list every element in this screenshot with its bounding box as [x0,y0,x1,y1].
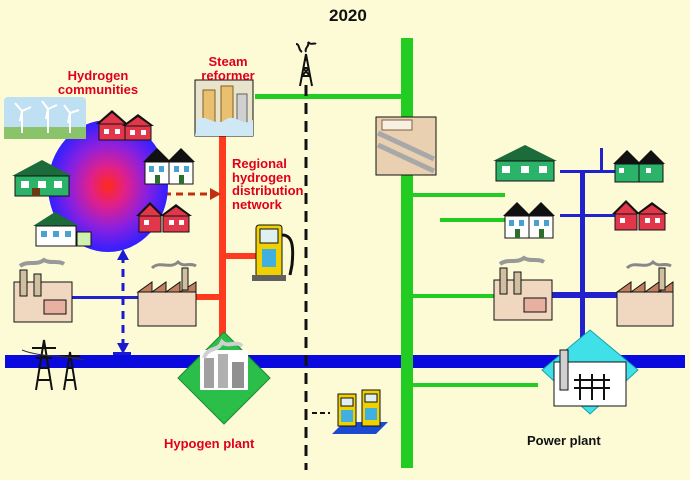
factory-icon-center [138,262,196,326]
hydrogen-communities-label-line1: Hydrogen [52,69,144,83]
fuel-pumps-icon [332,390,388,434]
electric-branch-right-top [560,170,620,173]
oil-derrick-icon [296,42,316,86]
house-icon-red-top [96,110,154,140]
hydrogen-communities-label-line2: communities [52,83,144,97]
factory-icon-far-right [617,262,673,326]
regional-network-label-line3: distribution [232,184,304,198]
regional-network-label-line1: Regional [232,157,304,171]
gas-branch-power-plant [413,383,538,387]
hydrogen-network-trunk [219,135,226,360]
electric-branch-right-mid [560,214,620,217]
gas-branch-steam-reformer [255,94,405,99]
gas-branch-houses [413,193,505,197]
pipeline-icon [376,117,436,175]
hypogen-plant-label: Hypogen plant [164,437,254,451]
electric-branch-right-vertical [580,170,585,360]
year-title: 2020 [329,7,367,25]
factory-icon-left [14,260,72,322]
regional-network-label: Regional hydrogen distribution network [232,157,304,212]
steam-reformer-icon [195,80,253,136]
steam-reformer-label-line1: Steam [195,55,261,69]
hydrogen-communities-label: Hydrogen communities [52,69,144,96]
gas-branch-factory [413,294,503,298]
electric-branch-left-down [113,352,131,355]
house-icon-red-right [612,200,668,230]
regional-network-label-line4: network [232,198,304,212]
wind-turbines-icon [4,97,86,139]
gas-branch-house-lower [440,218,505,222]
power-plant-label: Power plant [527,434,601,448]
regional-network-label-line2: hydrogen [232,171,304,185]
hypogen-plant-icon [178,332,270,424]
house-icon-white-right [503,202,555,238]
gas-network-trunk [401,38,413,468]
hydrogen-station-icon [252,225,293,281]
hydrogen-branch-station [226,253,258,259]
steam-reformer-label-line2: reformer [195,69,261,83]
house-icon-green-right-top [493,145,557,181]
house-icon-green-far-right [613,150,665,182]
hydrogen-branch-factory [196,294,220,300]
factory-icon-right [494,258,552,320]
electric-branch-right-stub [600,148,603,172]
steam-reformer-label: Steam reformer [195,55,261,82]
power-plant-icon [542,330,638,414]
